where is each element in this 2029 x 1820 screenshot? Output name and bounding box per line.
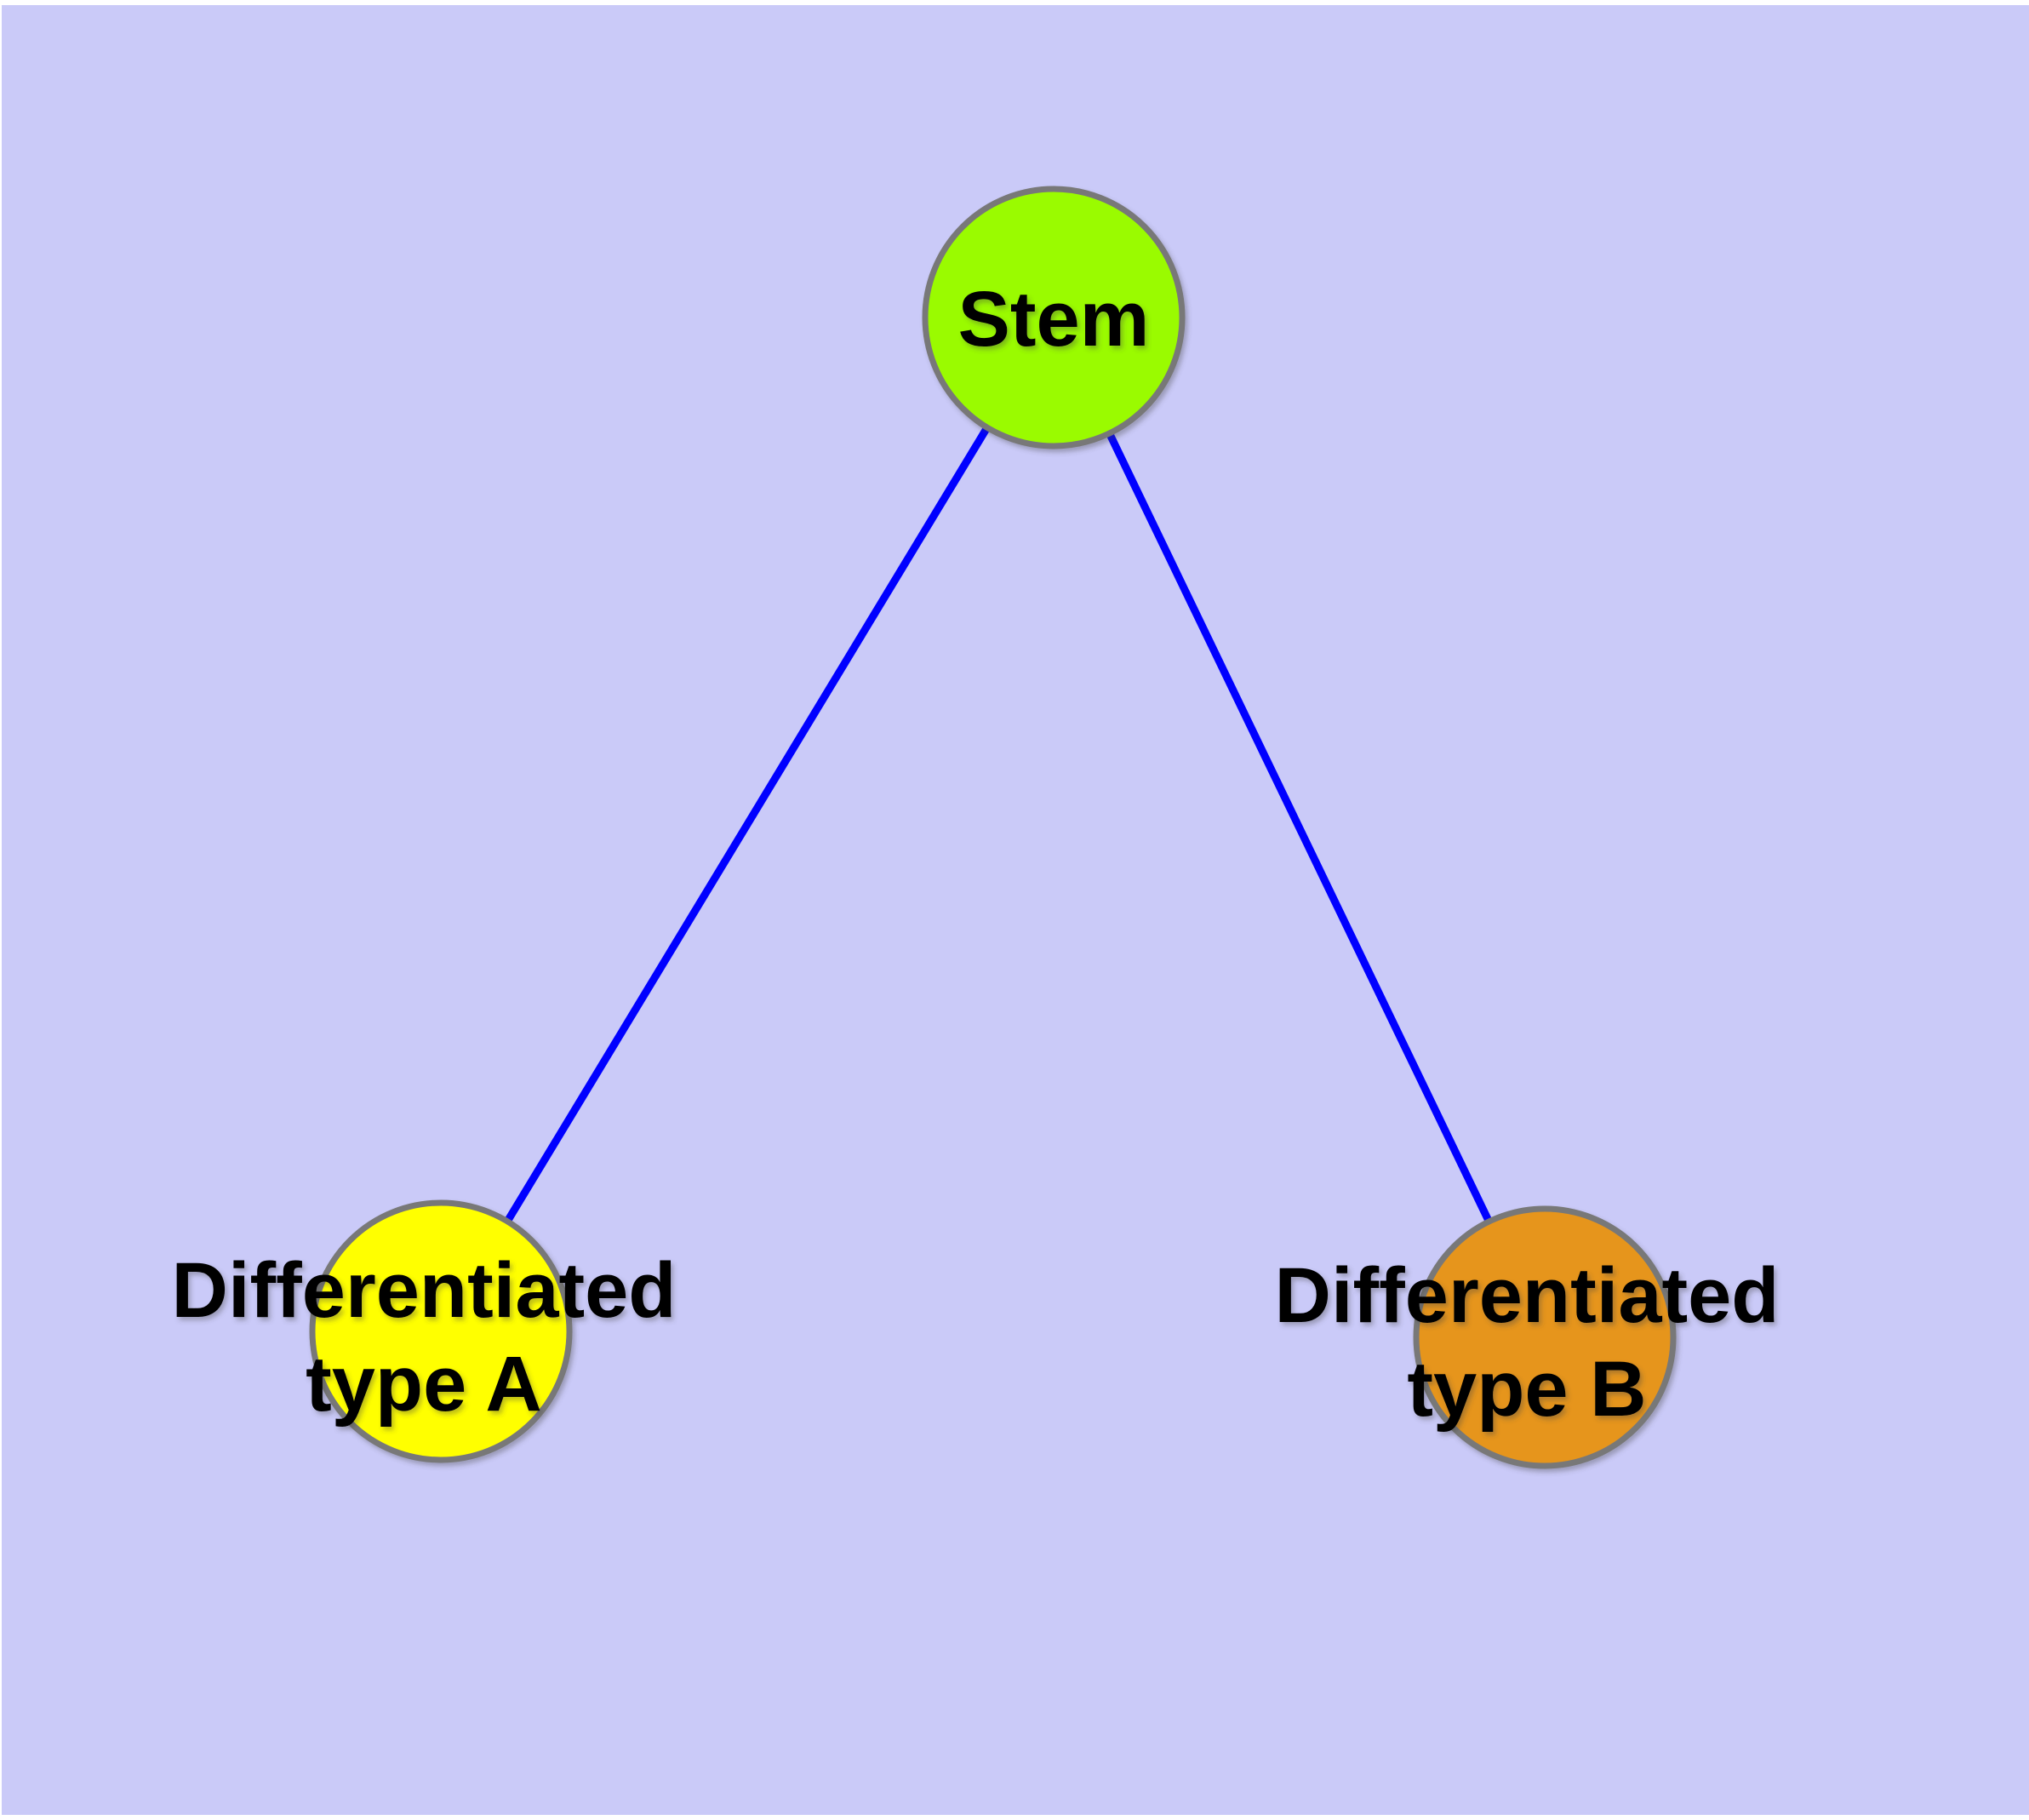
node-type-b-label-line2: type B (1407, 1346, 1646, 1433)
node-differentiated-type-a (309, 1199, 573, 1463)
node-type-b-label-line1: Differentiated (1275, 1252, 1780, 1339)
node-differentiated-type-b (1413, 1205, 1677, 1469)
node-stem-label: Stem (958, 276, 1150, 363)
node-type-a-label-line2: type A (306, 1341, 542, 1428)
node-type-a-label-line1: Differentiated (172, 1247, 677, 1334)
edge-stem-to-type-a (437, 315, 1057, 1334)
edge-stem-to-type-b (1049, 316, 1549, 1339)
node-stem (922, 186, 1186, 449)
